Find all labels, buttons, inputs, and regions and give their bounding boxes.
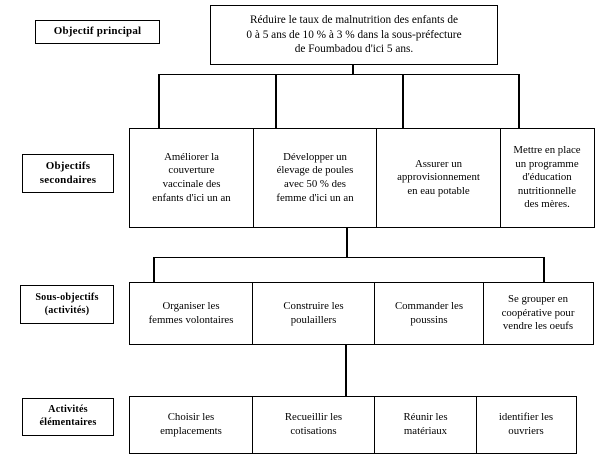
text-line-1: Choisir les bbox=[167, 411, 215, 424]
text-line-1: Commander les bbox=[394, 299, 464, 312]
text-line-1: Assurer un bbox=[414, 157, 463, 170]
connector-secondary-drop-1 bbox=[158, 73, 160, 129]
text-line-5: des mères. bbox=[524, 198, 570, 211]
secondary-objective-box: Améliorer la couverture vaccinale des en… bbox=[129, 128, 254, 228]
text-line-1: Se grouper en bbox=[508, 293, 568, 306]
text-line-2: ouvriers bbox=[508, 425, 544, 437]
text-line-4: nutritionnelle bbox=[517, 184, 577, 197]
secondary-objective-box: Mettre en place un programme d'éducation… bbox=[499, 128, 595, 228]
main-objective-line-3: de Foumbadou d'ici 5 ans. bbox=[294, 43, 414, 56]
connector-activities-stem bbox=[345, 345, 347, 396]
text-line-2: femmes volontaires bbox=[148, 313, 234, 326]
sub-objective-text: Organiser les femmes volontaires bbox=[149, 300, 234, 327]
connector-sub-drop-2 bbox=[543, 256, 545, 283]
secondary-objective-text: Développer un élevage de poules avec 50 … bbox=[276, 151, 353, 205]
connector-main-stem bbox=[352, 64, 354, 75]
elementary-activity-box: Recueillir les cotisations bbox=[251, 396, 376, 454]
connector-secondary-drop-4 bbox=[518, 73, 520, 129]
elementary-activity-box: identifier les ouvriers bbox=[475, 396, 577, 454]
elementary-activity-text: Choisir les emplacements bbox=[160, 411, 222, 438]
elementary-activity-text: Réunir les matériaux bbox=[403, 411, 447, 438]
level-label-line-1: Activités bbox=[48, 404, 88, 416]
main-objective-text: Réduire le taux de malnutrition des enfa… bbox=[214, 13, 494, 58]
level-label-line-2: (activités) bbox=[44, 304, 90, 316]
main-objective-line-2: 0 à 5 ans de 10 % à 3 % dans la sous-pré… bbox=[246, 28, 462, 41]
level-label-objectifs-secondaires: Objectifs secondaires bbox=[22, 154, 114, 193]
connector-sub-stem bbox=[346, 228, 348, 258]
connector-sub-bus bbox=[153, 256, 545, 259]
text-line-1: Réunir les bbox=[403, 411, 448, 424]
sub-objective-box: Organiser les femmes volontaires bbox=[129, 282, 253, 345]
elementary-activity-text: identifier les ouvriers bbox=[499, 411, 553, 438]
elementary-activities-row: Choisir les emplacements Recueillir les … bbox=[129, 396, 577, 454]
text-line-1: Construire les bbox=[283, 299, 344, 312]
text-line-2: couverture bbox=[168, 164, 215, 177]
text-line-2: élevage de poules bbox=[276, 164, 354, 177]
elementary-activity-text: Recueillir les cotisations bbox=[285, 411, 342, 438]
secondary-objective-box: Assurer un approvisionnement en eau pota… bbox=[376, 128, 501, 228]
text-line-1: Recueillir les bbox=[284, 411, 343, 424]
text-line-2: cotisations bbox=[290, 425, 337, 437]
text-line-3: d'éducation bbox=[522, 171, 572, 184]
text-line-2: coopérative pour bbox=[501, 306, 575, 319]
text-line-3: vaccinale des bbox=[162, 178, 221, 190]
level-label-text: Sous-objectifs (activités) bbox=[35, 292, 98, 318]
text-line-1: Développer un bbox=[283, 150, 347, 163]
secondary-objective-box: Développer un élevage de poules avec 50 … bbox=[252, 128, 378, 228]
level-label-line-2: secondaires bbox=[39, 173, 97, 186]
secondary-objective-text: Améliorer la couverture vaccinale des en… bbox=[152, 151, 230, 205]
main-objective-line-1: Réduire le taux de malnutrition des enfa… bbox=[250, 13, 458, 26]
sub-objective-text: Se grouper en coopérative pour vendre le… bbox=[502, 293, 575, 334]
connector-secondary-bus bbox=[158, 73, 520, 76]
sub-objective-box: Commander les poussins bbox=[374, 282, 484, 345]
secondary-objective-text: Mettre en place un programme d'éducation… bbox=[513, 144, 580, 212]
text-line-4: enfants d'ici un an bbox=[152, 191, 231, 204]
level-label-text: Objectifs secondaires bbox=[40, 160, 96, 188]
text-line-4: femme d'ici un an bbox=[276, 191, 354, 204]
connector-secondary-drop-2 bbox=[275, 73, 277, 129]
sub-objective-text: Commander les poussins bbox=[395, 300, 463, 327]
secondary-objective-text: Assurer un approvisionnement en eau pota… bbox=[397, 158, 480, 199]
text-line-3: avec 50 % des bbox=[283, 178, 347, 190]
connector-sub-drop-1 bbox=[153, 256, 155, 283]
secondary-objectives-row: Améliorer la couverture vaccinale des en… bbox=[129, 128, 595, 228]
text-line-3: vendre les oeufs bbox=[502, 320, 574, 333]
text-line-1: Mettre en place bbox=[513, 144, 581, 157]
text-line-1: Organiser les bbox=[162, 299, 220, 312]
sub-objective-box: Construire les poulaillers bbox=[251, 282, 376, 345]
text-line-2: poussins bbox=[410, 313, 448, 326]
text-line-2: poulaillers bbox=[290, 313, 337, 326]
elementary-activity-box: Choisir les emplacements bbox=[129, 396, 253, 454]
connector-secondary-drop-3 bbox=[402, 73, 404, 129]
level-label-text: Activités élémentaires bbox=[39, 404, 96, 430]
level-label-line-2: élémentaires bbox=[39, 417, 97, 428]
text-line-1: Améliorer la bbox=[164, 150, 219, 163]
sub-objective-box: Se grouper en coopérative pour vendre le… bbox=[482, 282, 594, 345]
level-label-line-1: Objectifs bbox=[45, 159, 91, 172]
level-label-objectif-principal: Objectif principal bbox=[35, 20, 160, 44]
elementary-activity-box: Réunir les matériaux bbox=[374, 396, 477, 454]
text-line-2: emplacements bbox=[160, 425, 222, 437]
text-line-2: matériaux bbox=[403, 425, 448, 437]
text-line-2: approvisionnement bbox=[397, 171, 480, 184]
level-label-text: Objectif principal bbox=[53, 25, 142, 38]
text-line-3: en eau potable bbox=[407, 184, 470, 197]
text-line-1: identifier les bbox=[498, 411, 554, 424]
sub-objective-text: Construire les poulaillers bbox=[283, 300, 343, 327]
main-objective-box: Réduire le taux de malnutrition des enfa… bbox=[210, 5, 498, 65]
text-line-2: un programme bbox=[515, 157, 579, 170]
level-label-activites-elementaires: Activités élémentaires bbox=[22, 398, 114, 436]
sub-objectives-row: Organiser les femmes volontaires Constru… bbox=[129, 282, 594, 345]
level-label-sous-objectifs: Sous-objectifs (activités) bbox=[20, 285, 114, 324]
level-label-line-1: Sous-objectifs bbox=[35, 291, 99, 303]
